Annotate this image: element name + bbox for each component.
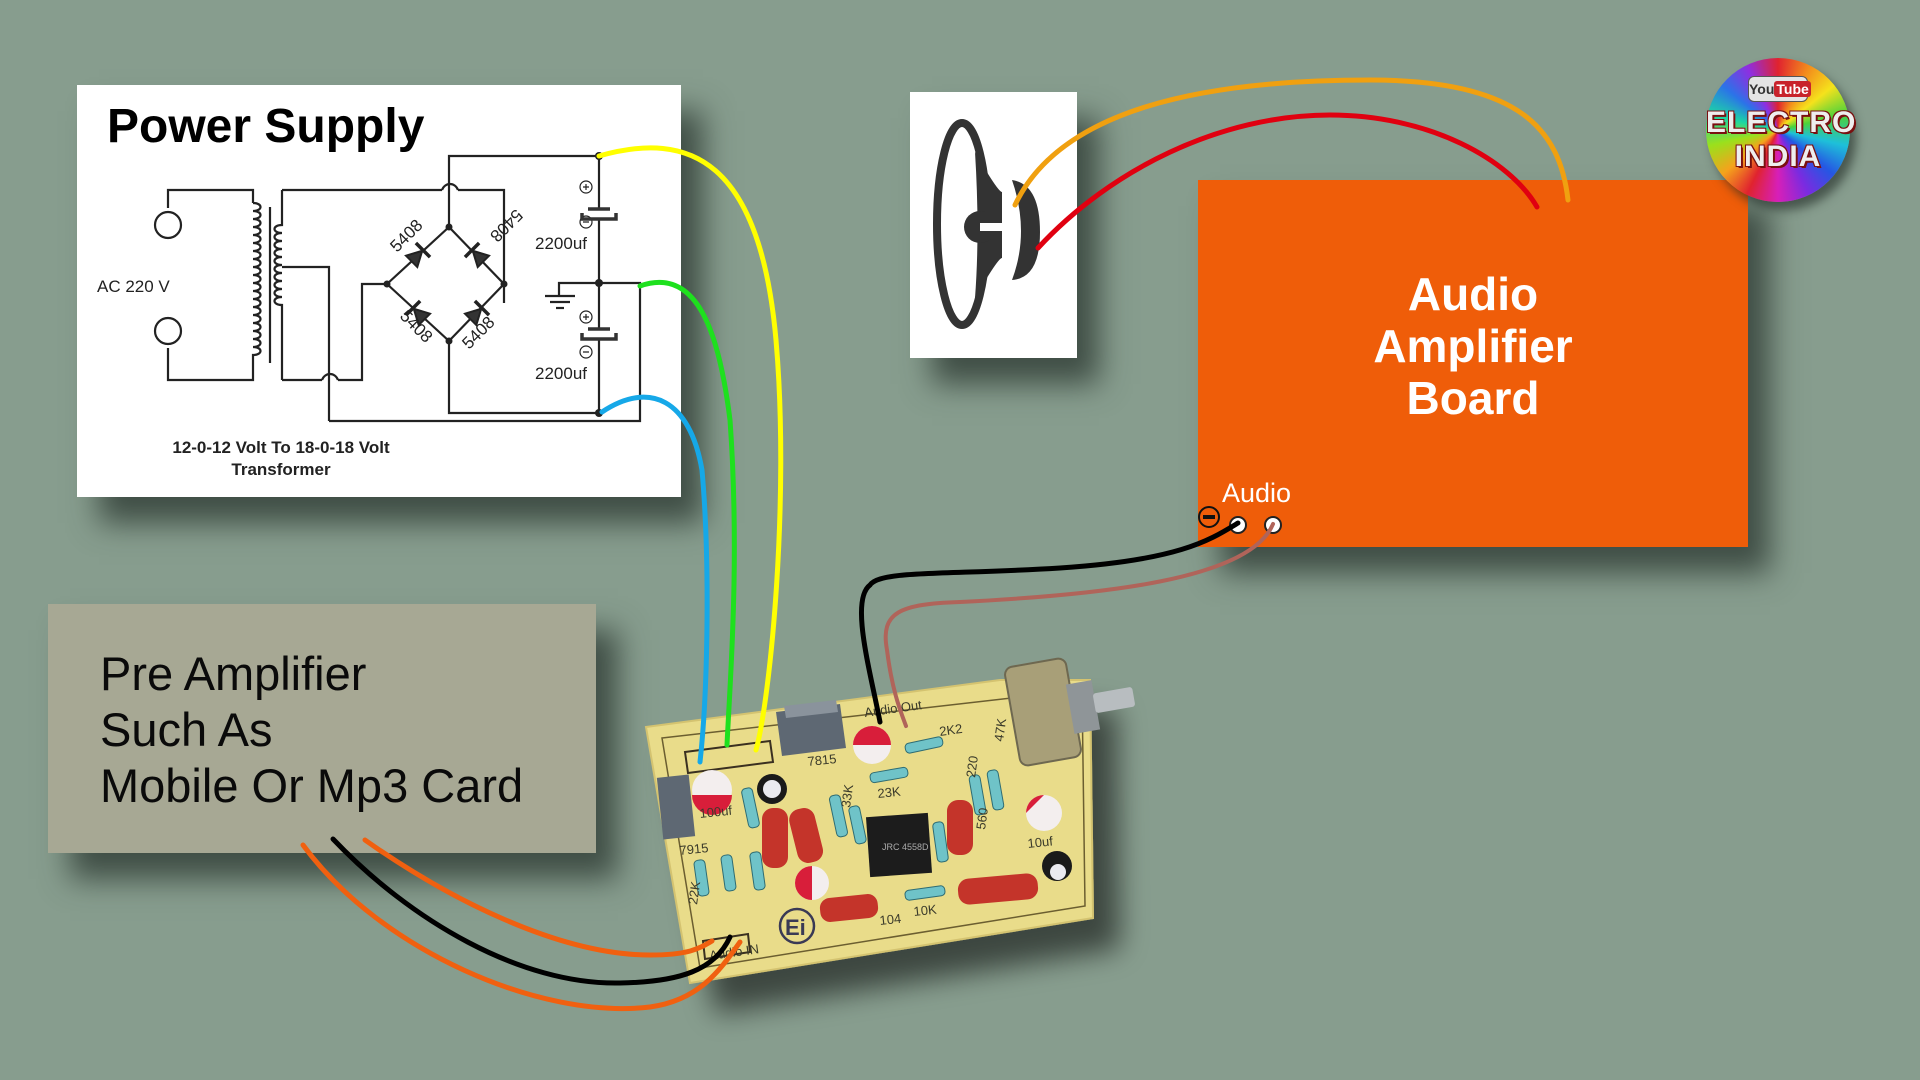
minus-icon xyxy=(579,345,593,359)
capacitor-label-top: 2200uf xyxy=(535,234,587,253)
resistor xyxy=(968,774,987,816)
plus-icon xyxy=(579,180,593,194)
pre-amp-line-1: Pre Amplifier xyxy=(100,647,367,700)
transformer-caption-line2: Transformer xyxy=(231,460,331,479)
capacitor-100uf xyxy=(692,770,732,815)
film-capacitor xyxy=(819,894,879,922)
capacitor-100uf xyxy=(853,726,891,764)
resistor xyxy=(848,805,867,845)
film-capacitor xyxy=(789,807,824,863)
resistor xyxy=(749,851,766,891)
resistor xyxy=(828,794,848,838)
diode-d3 xyxy=(404,299,432,327)
power-supply-title: Power Supply xyxy=(107,100,425,153)
pre-amp-line-2: Such As xyxy=(100,703,273,756)
reg-7915-label: 7915 xyxy=(679,840,709,858)
junction-dot xyxy=(445,223,453,231)
cap-10uf-label: 10uf xyxy=(1027,833,1054,851)
resistor xyxy=(904,885,946,901)
junction-dot xyxy=(383,280,391,288)
wire-trace xyxy=(166,188,255,208)
capacitor-10uf xyxy=(1026,795,1062,831)
r-10k-label: 10K xyxy=(913,902,938,919)
pre-amplifier-box: Pre Amplifier Such As Mobile Or Mp3 Card xyxy=(48,604,596,853)
ic-label: JRC 4558D xyxy=(882,842,929,852)
diode-d4 xyxy=(463,299,491,327)
capacitor-label-bottom: 2200uf xyxy=(535,364,587,383)
resistor xyxy=(932,821,949,863)
wire-trace xyxy=(166,348,255,382)
regulator-7815 xyxy=(776,700,846,756)
resistor xyxy=(986,769,1005,811)
diode-d2 xyxy=(463,241,491,269)
brand-label: Ei xyxy=(785,915,806,940)
logo-line-1: ELECTRO xyxy=(1706,106,1857,139)
r-2k2-label: 2K2 xyxy=(938,721,963,739)
plus-icon xyxy=(579,310,593,324)
amp-title-line-3: Board xyxy=(1406,372,1540,424)
r-220-label: 220 xyxy=(963,755,981,779)
r-23k-label: 23K xyxy=(877,784,902,801)
volume-potentiometer xyxy=(1004,657,1135,767)
junction-dot xyxy=(500,280,508,288)
ac-terminal-top xyxy=(153,210,183,240)
youtube-tube: Tube xyxy=(1774,81,1811,97)
ac-terminal-bottom xyxy=(153,316,183,346)
capacitor-10uf xyxy=(795,866,829,900)
transformer-caption-line1: 12-0-12 Volt To 18-0-18 Volt xyxy=(172,438,390,457)
pre-amp-line-3: Mobile Or Mp3 Card xyxy=(100,759,524,812)
film-capacitor xyxy=(762,808,788,868)
regulator-7915 xyxy=(656,774,696,840)
resistor xyxy=(869,766,909,784)
resistor xyxy=(741,787,760,829)
amp-board-title: Audio Amplifier Board xyxy=(1198,268,1748,424)
amp-title-line-2: Amplifier xyxy=(1373,320,1573,372)
diode-d1 xyxy=(404,241,432,269)
ac-voltage-label: AC 220 V xyxy=(97,277,170,296)
r-560-label: 560 xyxy=(973,807,991,831)
film-capacitor xyxy=(947,800,973,855)
primary-coil xyxy=(251,201,262,367)
secondary-coil xyxy=(273,190,284,380)
resistor xyxy=(904,736,944,754)
reg-7815-label: 7815 xyxy=(807,751,837,769)
logo-line-2: INDIA xyxy=(1734,140,1822,173)
audio-input-label: Audio xyxy=(1222,478,1292,508)
amp-title-line-1: Audio xyxy=(1407,268,1539,320)
junction-dot xyxy=(445,337,453,345)
brand-logo xyxy=(778,907,816,945)
ic-jrc4558: JRC 4558D xyxy=(865,812,933,878)
r-33k-label: 33K xyxy=(838,783,856,808)
cap-104-label: 104 xyxy=(879,911,902,928)
minus-icon xyxy=(579,215,593,229)
youtube-you: You xyxy=(1749,81,1775,97)
film-capacitor xyxy=(957,873,1039,905)
cap-100uf-label: 100uf xyxy=(699,803,733,821)
